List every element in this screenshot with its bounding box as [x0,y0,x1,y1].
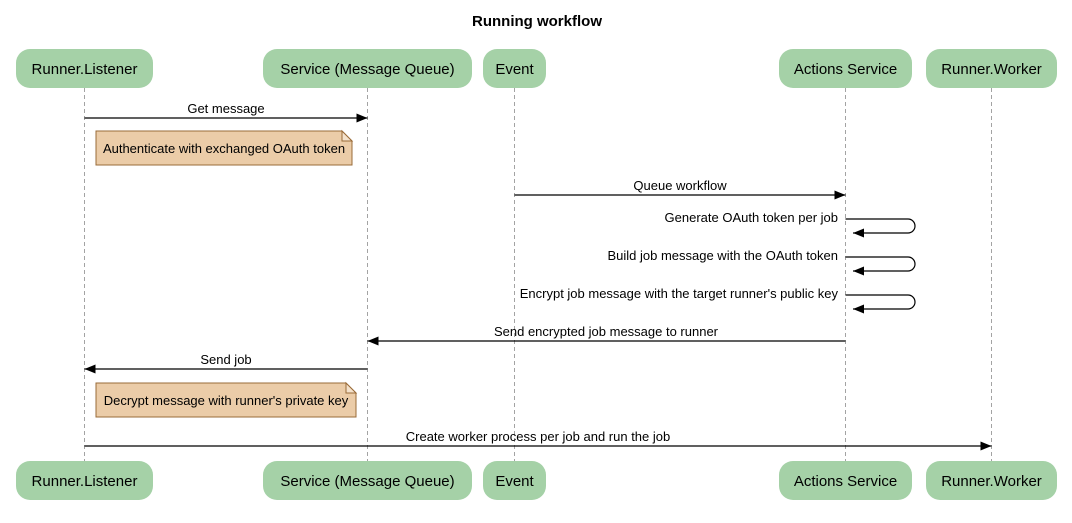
self-message-arrow-generate-oauth [845,218,916,238]
actor-box-runner-listener-bottom [16,461,153,500]
note-authenticate-label: Authenticate with exchanged OAuth token [103,141,345,156]
note-authenticate: Authenticate with exchanged OAuth token [95,129,354,166]
message-label-generate-oauth: Generate OAuth token per job [665,210,838,225]
message-label-get-message: Get message [187,101,264,116]
actor-row-bottom: Runner.Listener Service (Message Queue) … [16,461,1057,500]
actor-box-actions-service-top [779,49,912,88]
actor-box-runner-worker-top [926,49,1057,88]
actor-box-runner-worker-bottom [926,461,1057,500]
note-decrypt: Decrypt message with runner's private ke… [95,381,358,418]
message-label-send-encrypted: Send encrypted job message to runner [494,324,719,339]
note-decrypt-shape [95,382,357,418]
actor-label-service-message-queue-top: Service (Message Queue) [280,61,454,78]
message-label-encrypt-job: Encrypt job message with the target runn… [520,286,839,301]
actor-box-actions-service-bottom [779,461,912,500]
note-decrypt-fold-icon [345,381,358,394]
message-label-create-worker: Create worker process per job and run th… [406,429,670,444]
note-authenticate-fold-icon [341,129,354,142]
actor-label-runner-listener-bottom: Runner.Listener [32,473,138,490]
actor-box-service-message-queue-bottom [263,461,472,500]
actor-box-runner-listener-top [16,49,153,88]
actor-label-service-message-queue-bottom: Service (Message Queue) [280,473,454,490]
self-message-arrow-build-job [845,256,916,276]
actor-box-service-message-queue-top [263,49,472,88]
self-message-arrow-encrypt-job [845,294,916,314]
actor-label-runner-worker-top: Runner.Worker [941,61,1042,78]
note-decrypt-label: Decrypt message with runner's private ke… [104,393,349,408]
actor-label-event-bottom: Event [495,473,534,490]
diagram-title: Running workflow [472,13,602,30]
actor-label-runner-worker-bottom: Runner.Worker [941,473,1042,490]
actor-label-actions-service-top: Actions Service [794,61,897,78]
note-authenticate-shape [95,130,353,166]
message-label-build-job: Build job message with the OAuth token [607,248,838,263]
message-label-queue-workflow: Queue workflow [633,178,727,193]
actor-row-top: Runner.Listener Service (Message Queue) … [16,49,1057,88]
message-label-send-job: Send job [200,352,251,367]
actor-box-event-top [483,49,546,88]
actor-box-event-bottom [483,461,546,500]
actor-label-runner-listener-top: Runner.Listener [32,61,138,78]
actor-label-event-top: Event [495,61,534,78]
actor-label-actions-service-bottom: Actions Service [794,473,897,490]
